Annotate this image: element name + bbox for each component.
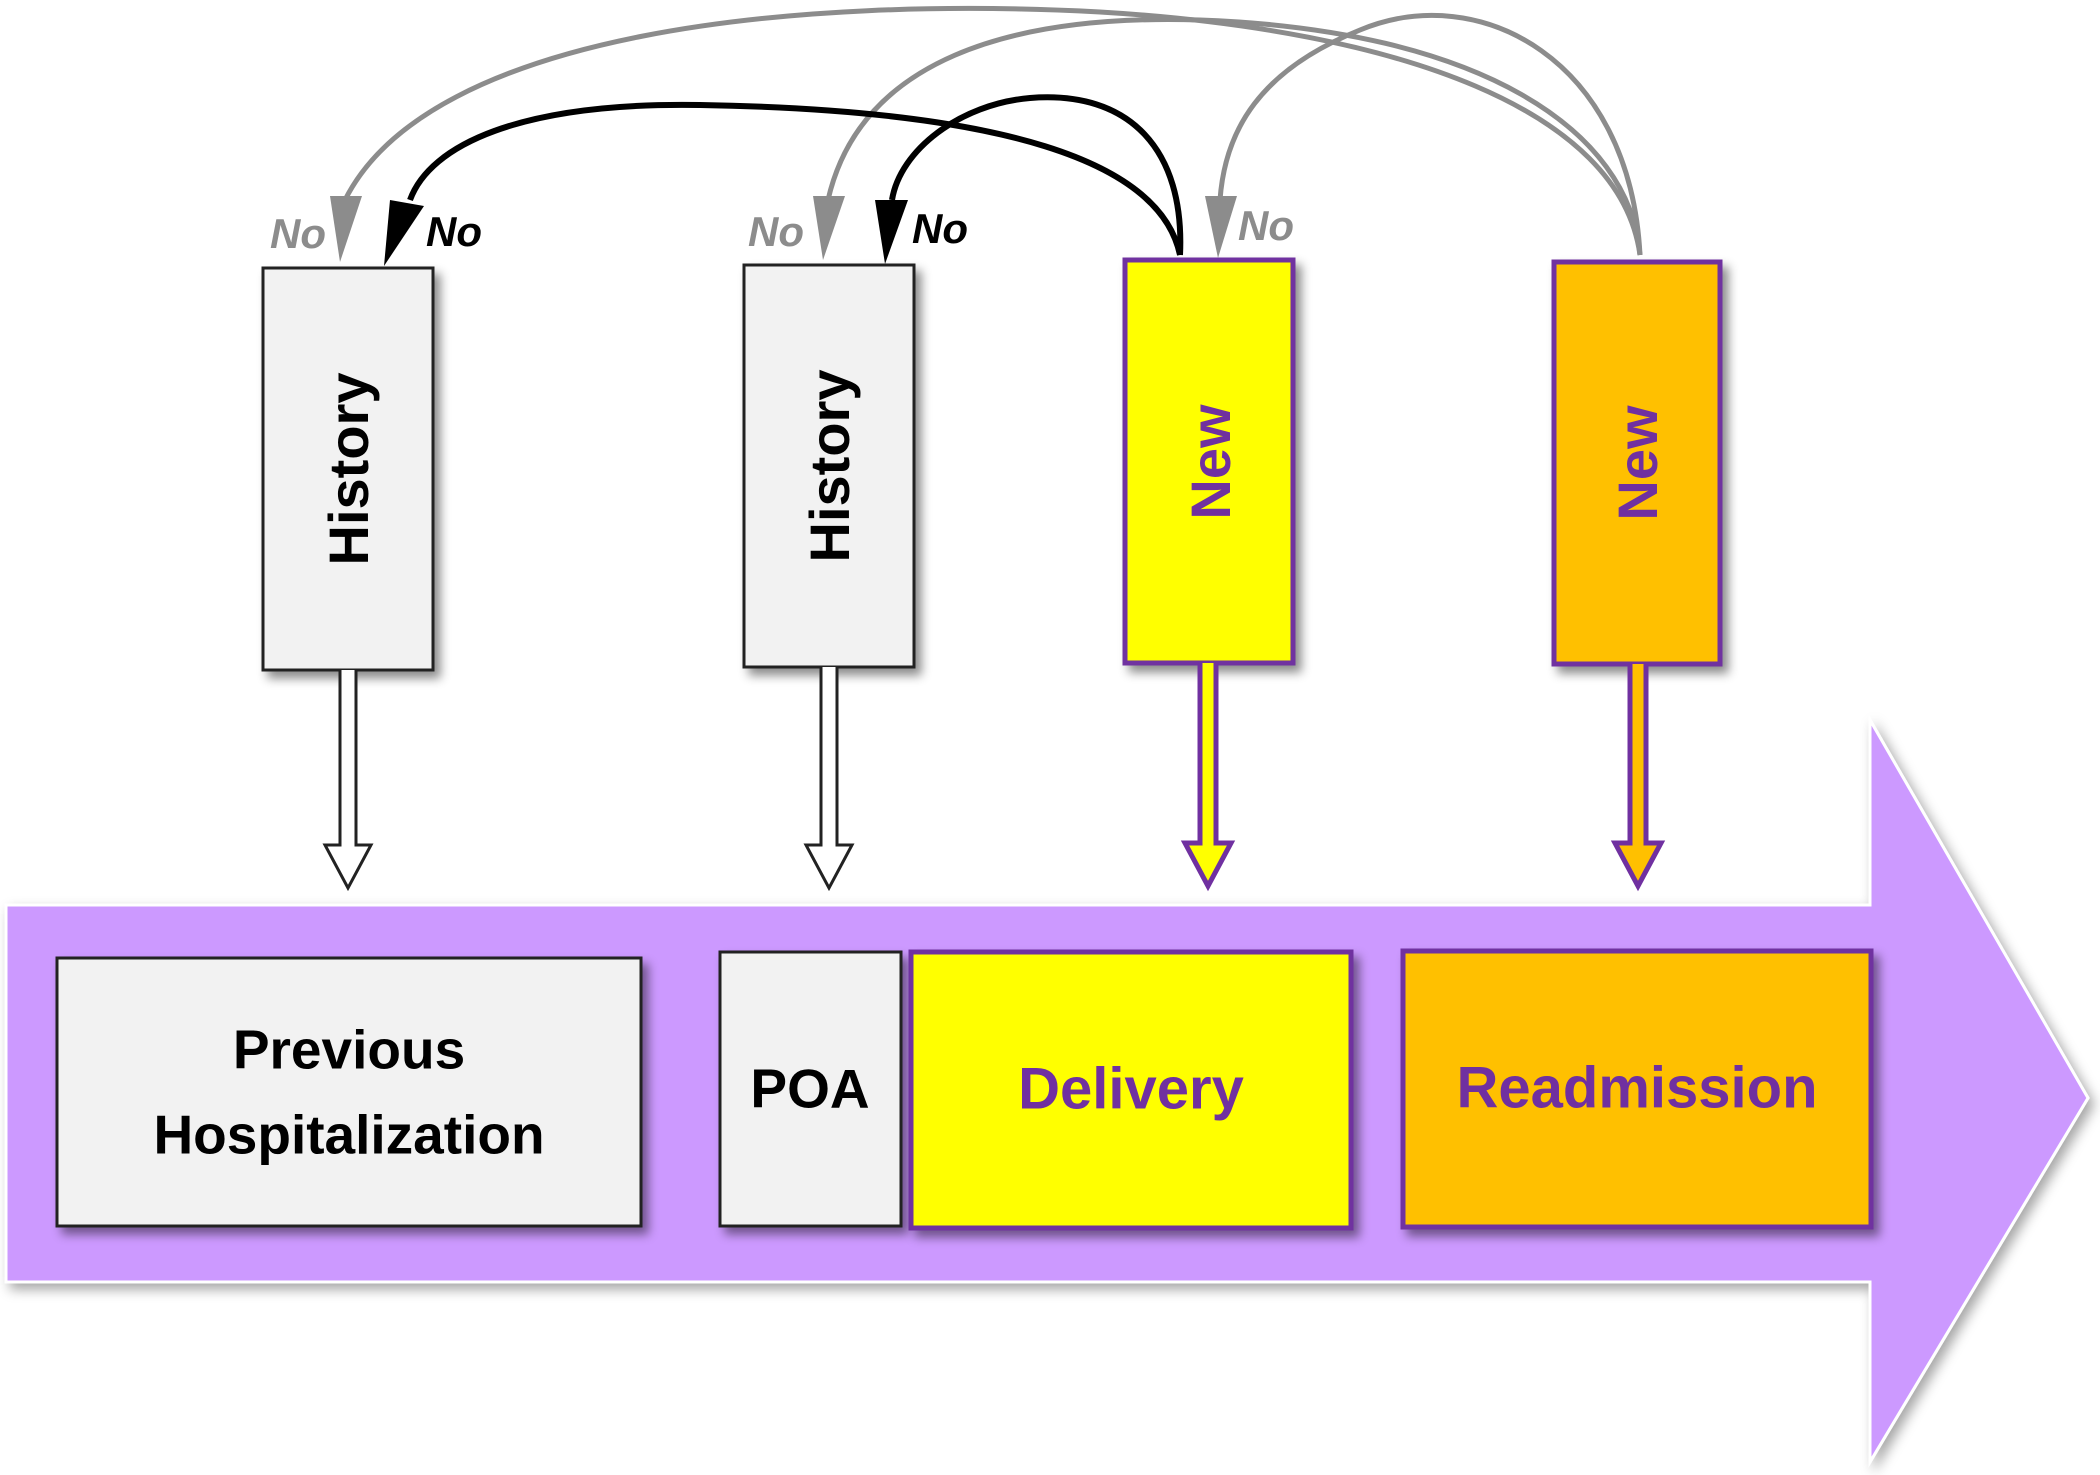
new-box-1: New — [1122, 257, 1296, 666]
down-arrow-new-2 — [1610, 664, 1666, 892]
black-curve-delivery-to-history-1 — [407, 101, 1183, 256]
gray-curve-readmission-to-history-2 — [825, 17, 1643, 256]
previous-hospitalization-label-line2: Hospitalization — [153, 1104, 544, 1166]
gray-curve-readmission-to-new-1 — [1217, 13, 1643, 256]
no-label-gray-1: No — [270, 210, 326, 257]
history-label-1: History — [317, 373, 380, 566]
no-label-gray-3: No — [1238, 202, 1294, 249]
new-box-2: New — [1551, 259, 1723, 667]
previous-hospitalization-label-line1: Previous — [233, 1019, 465, 1081]
black-arrowhead-history-2 — [875, 200, 908, 264]
gray-curve-readmission-to-history-1 — [342, 5, 1643, 256]
previous-hospitalization-box: Previous Hospitalization — [55, 956, 643, 1228]
new-label-2: New — [1606, 405, 1669, 521]
down-arrow-history-2 — [803, 667, 855, 892]
no-label-black-2: No — [912, 205, 968, 252]
readmission-label: Readmission — [1457, 1055, 1818, 1120]
no-label-black-1: No — [426, 208, 482, 255]
gray-arrowhead-history-1 — [330, 196, 362, 262]
readmission-box: Readmission — [1400, 948, 1874, 1230]
poa-label: POA — [750, 1058, 869, 1120]
poa-box: POA — [718, 950, 903, 1228]
down-arrow-new-1 — [1180, 663, 1236, 892]
gray-arrowhead-new-1 — [1205, 196, 1237, 258]
history-box-2: History — [742, 263, 916, 669]
no-label-gray-2: No — [748, 208, 804, 255]
history-box-1: History — [261, 266, 435, 672]
history-label-2: History — [798, 370, 861, 563]
delivery-label: Delivery — [1018, 1056, 1244, 1121]
down-arrow-history-1 — [322, 670, 374, 892]
new-label-1: New — [1179, 404, 1242, 520]
delivery-box: Delivery — [908, 949, 1354, 1231]
black-arrowhead-history-1 — [384, 200, 424, 266]
black-curve-delivery-to-history-2 — [889, 94, 1184, 256]
gray-arrowhead-history-2 — [813, 196, 845, 260]
